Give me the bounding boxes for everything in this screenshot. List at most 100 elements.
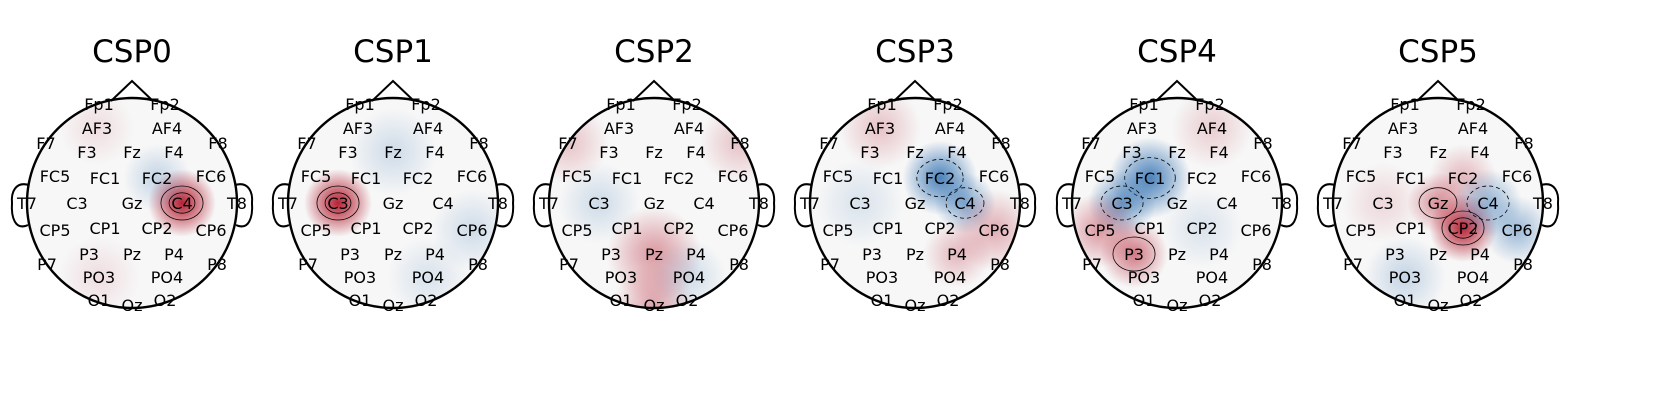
electrode-label-F3: F3 <box>1122 143 1141 162</box>
electrode-label-P3: P3 <box>1385 245 1405 264</box>
electrode-label-FC5: FC5 <box>301 167 332 186</box>
electrode-label-F8: F8 <box>1253 134 1272 153</box>
electrode-label-Fp2: Fp2 <box>672 95 702 114</box>
electrode-label-P3: P3 <box>1124 245 1144 264</box>
electrode-label-O2: O2 <box>1460 291 1483 310</box>
nose-outline <box>110 79 154 102</box>
activation-layer <box>58 98 216 308</box>
electrode-label-CP5: CP5 <box>1085 221 1116 240</box>
electrode-label-T8: T8 <box>1009 194 1030 213</box>
electrode-label-F7: F7 <box>819 134 838 153</box>
activation-blob-C3 <box>815 158 905 248</box>
electrode-label-Fp1: Fp1 <box>1390 95 1420 114</box>
electrode-label-FC6: FC6 <box>196 167 227 186</box>
contour-line <box>316 185 360 221</box>
nose-outline <box>1155 79 1199 102</box>
electrode-label-PO4: PO4 <box>412 268 444 287</box>
electrode-label-F4: F4 <box>425 143 444 162</box>
electrode-label-Pz: Pz <box>906 245 924 264</box>
electrode-label-AF4: AF4 <box>413 119 443 138</box>
electrode-label-CP6: CP6 <box>1502 221 1533 240</box>
electrode-label-Oz: Oz <box>905 296 926 315</box>
electrode-label-Gz: Gz <box>122 194 143 213</box>
electrode-label-P4: P4 <box>686 245 706 264</box>
nose-outline <box>1416 79 1460 102</box>
electrode-label-P3: P3 <box>601 245 621 264</box>
electrode-label-FC2: FC2 <box>664 169 695 188</box>
electrode-label-Fp2: Fp2 <box>933 95 963 114</box>
electrode-label-Pz: Pz <box>384 245 402 264</box>
electrode-label-P8: P8 <box>207 255 227 274</box>
electrode-label-Fz: Fz <box>1168 143 1186 162</box>
electrode-label-F8: F8 <box>730 134 749 153</box>
electrode-label-PO4: PO4 <box>151 268 183 287</box>
electrode-label-FC2: FC2 <box>925 169 956 188</box>
electrode-label-C3: C3 <box>327 194 348 213</box>
electrode-label-PO3: PO3 <box>1389 268 1421 287</box>
electrode-label-CP6: CP6 <box>196 221 227 240</box>
electrode-label-Oz: Oz <box>1428 296 1449 315</box>
electrode-label-AF3: AF3 <box>343 119 373 138</box>
left-ear-outline <box>793 183 813 228</box>
electrode-label-Fp2: Fp2 <box>1456 95 1486 114</box>
electrode-label-Fp1: Fp1 <box>606 95 636 114</box>
activation-blob-FC2 <box>123 144 191 212</box>
electrode-label-CP2: CP2 <box>142 219 173 238</box>
electrode-label-T8: T8 <box>1532 194 1553 213</box>
electrode-label-C3: C3 <box>849 194 870 213</box>
electrode-label-P4: P4 <box>164 245 184 264</box>
electrode-label-P8: P8 <box>729 255 749 274</box>
electrode-label-O1: O1 <box>1394 291 1417 310</box>
electrode-label-FC1: FC1 <box>1396 169 1427 188</box>
electrode-label-T7: T7 <box>16 194 37 213</box>
electrode-label-T7: T7 <box>277 194 298 213</box>
electrode-label-P8: P8 <box>990 255 1010 274</box>
map-title: CSP4 <box>1137 34 1217 70</box>
electrode-label-PO4: PO4 <box>1457 268 1489 287</box>
electrode-label-CP2: CP2 <box>1448 219 1479 238</box>
electrode-label-P4: P4 <box>425 245 445 264</box>
right-ear-outline <box>1540 183 1560 228</box>
electrode-label-CP5: CP5 <box>823 221 854 240</box>
electrode-label-CP6: CP6 <box>1241 221 1272 240</box>
left-ear-outline <box>532 183 552 228</box>
electrode-label-F3: F3 <box>1383 143 1402 162</box>
electrode-label-CP5: CP5 <box>301 221 332 240</box>
electrode-label-C4: C4 <box>432 194 453 213</box>
right-ear-outline <box>495 183 515 228</box>
electrode-label-Fz: Fz <box>906 143 924 162</box>
electrode-label-F4: F4 <box>686 143 705 162</box>
right-ear-outline <box>234 183 254 228</box>
electrode-label-F8: F8 <box>208 134 227 153</box>
electrode-label-CP1: CP1 <box>873 219 904 238</box>
electrode-label-PO3: PO3 <box>605 268 637 287</box>
activation-blob-Fz <box>348 107 438 197</box>
electrode-label-F3: F3 <box>338 143 357 162</box>
map-title: CSP0 <box>92 34 172 70</box>
left-ear-outline <box>10 183 30 228</box>
electrode-label-AF3: AF3 <box>865 119 895 138</box>
electrode-label-Pz: Pz <box>645 245 663 264</box>
electrode-label-T8: T8 <box>226 194 247 213</box>
electrode-label-P7: P7 <box>820 255 840 274</box>
electrode-label-P7: P7 <box>1082 255 1102 274</box>
electrode-label-O1: O1 <box>88 291 111 310</box>
electrode-label-P4: P4 <box>1470 245 1490 264</box>
electrode-label-O2: O2 <box>154 291 177 310</box>
electrode-label-FC6: FC6 <box>457 167 488 186</box>
electrode-label-F7: F7 <box>1342 134 1361 153</box>
electrode-label-FC1: FC1 <box>873 169 904 188</box>
electrode-label-FC1: FC1 <box>612 169 643 188</box>
electrode-label-Fp1: Fp1 <box>345 95 375 114</box>
activation-blob-C3 <box>304 169 372 237</box>
electrode-label-Gz: Gz <box>1167 194 1188 213</box>
electrode-label-FC1: FC1 <box>351 169 382 188</box>
electrode-label-Oz: Oz <box>122 296 143 315</box>
electrode-label-O2: O2 <box>415 291 438 310</box>
electrode-label-Gz: Gz <box>1428 194 1449 213</box>
electrode-label-Oz: Oz <box>644 296 665 315</box>
electrode-label-C4: C4 <box>171 194 192 213</box>
